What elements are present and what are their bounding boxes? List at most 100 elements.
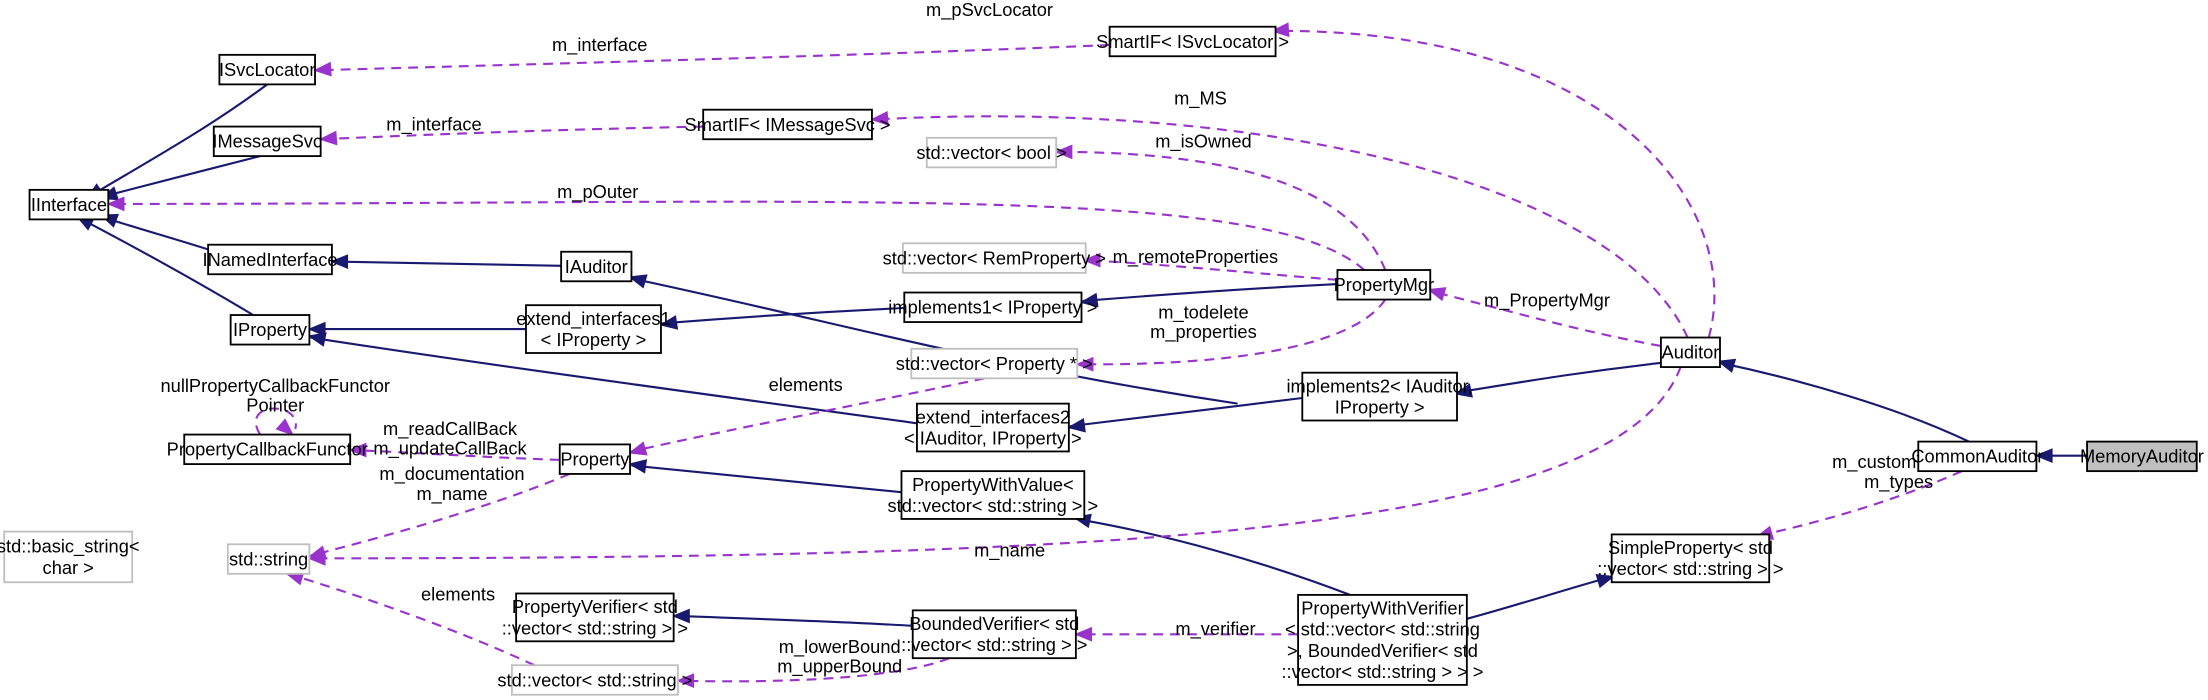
- class-node-auditor[interactable]: Auditor: [1660, 336, 1721, 368]
- class-node-propertywithverifier[interactable]: PropertyWithVerifier< std::vector< std::…: [1281, 593, 1483, 686]
- class-node-label: Property: [560, 449, 630, 470]
- class-node-iproperty[interactable]: IProperty: [229, 314, 311, 346]
- edge-label-m-verifier: m_verifier: [1175, 618, 1255, 640]
- class-node-memoryauditor[interactable]: MemoryAuditor: [2080, 440, 2204, 473]
- edge-propertymgr-to-vector-remproperty: [1085, 259, 1338, 281]
- class-node-label: PropertyCallbackFunctor: [167, 439, 368, 460]
- class-node-label: ISvcLocator: [219, 59, 315, 80]
- edge-label-bounds: m_lowerBound: [779, 636, 901, 658]
- edge-auditor-to-implements2: [1456, 361, 1662, 394]
- class-node-smartif-imessagesvc[interactable]: SmartIF< IMessageSvc >: [685, 108, 891, 141]
- edge-label-m-interface-svclocator: m_interface: [552, 34, 647, 56]
- arrowhead-boundedverifier-to-vector-string: [676, 673, 695, 689]
- class-node-std-string[interactable]: std::string: [226, 543, 311, 575]
- edge-label-doc-name: m_documentation: [379, 463, 524, 485]
- class-node-label: std::vector< Property * >: [896, 353, 1093, 374]
- class-node-label: PropertyWithValue<: [912, 474, 1074, 495]
- class-node-box: [525, 304, 662, 354]
- edge-property-to-std-string: [310, 472, 570, 557]
- class-node-vector-remproperty[interactable]: std::vector< RemProperty >: [883, 242, 1106, 274]
- arrowhead-auditor-to-smartif-imessagesvc: [870, 110, 889, 126]
- edge-label-m-isOwned: m_isOwned: [1155, 131, 1251, 153]
- edges-layer: [75, 22, 2088, 689]
- class-node-commonauditor[interactable]: CommonAuditor: [1911, 440, 2043, 473]
- class-node-label: < std::vector< std::string: [1285, 619, 1480, 640]
- class-node-propertycallbackfunctor[interactable]: PropertyCallbackFunctor: [167, 433, 368, 466]
- class-node-box: [702, 108, 873, 141]
- edge-auditor-to-propertymgr: [1430, 290, 1662, 348]
- class-node-iinterface[interactable]: IInterface: [28, 188, 110, 221]
- class-node-implements1[interactable]: implements1< IProperty >: [888, 291, 1097, 323]
- class-node-label: char >: [43, 557, 94, 578]
- class-node-property[interactable]: Property: [558, 443, 631, 475]
- class-node-label: extend_interfaces2: [916, 406, 1070, 428]
- class-node-boundedverifier[interactable]: BoundedVerifier< std::vector< std::strin…: [901, 609, 1087, 660]
- class-node-label: < IAuditor, IProperty >: [904, 427, 1082, 448]
- arrowhead-propertymgr-to-iinterface: [106, 196, 125, 212]
- arrowhead-propertywithverifier-to-boundedverifier: [1074, 626, 1093, 642]
- arrowhead-propertycallbackfunctor-self: [275, 418, 294, 436]
- class-node-propertymgr[interactable]: PropertyMgr: [1334, 269, 1435, 301]
- class-node-box: [28, 188, 110, 221]
- class-node-label: std::vector< RemProperty >: [883, 247, 1106, 268]
- class-node-box: [511, 664, 679, 696]
- edge-label-m-pOuter: m_pOuter: [557, 181, 638, 203]
- class-node-label: std::vector< bool >: [916, 142, 1066, 163]
- edge-label-m-interface-msgsvc: m_interface: [386, 114, 481, 136]
- edge-boundedverifier-to-vector-string: [679, 657, 950, 683]
- class-node-box: [3, 530, 134, 584]
- edge-label-m-MS: m_MS: [1174, 87, 1227, 109]
- class-node-imessagesvc[interactable]: IMessageSvc: [212, 125, 322, 158]
- class-node-box: [1917, 440, 2038, 473]
- edge-smartif-isvclocator-to-isvclocator: [316, 43, 1110, 72]
- class-node-box: [218, 53, 316, 86]
- class-node-basic-string[interactable]: std::basic_string<char >: [0, 530, 140, 584]
- edge-propertywithvalue-to-property: [631, 464, 902, 494]
- edge-label-m-name-auditor: m_name: [974, 540, 1045, 562]
- edge-label-m-todelete-properties: m_todelete: [1158, 301, 1248, 323]
- class-node-label: ::vector< std::string > >: [502, 617, 688, 638]
- class-node-propertywithvalue[interactable]: PropertyWithValue<std::vector< std::stri…: [888, 470, 1099, 520]
- edge-propertywithverifier-to-propertywithvalue: [1075, 517, 1351, 596]
- arrowhead-iauditor-to-inamedinterface: [330, 254, 349, 269]
- class-node-inamedinterface[interactable]: INamedInterface: [203, 243, 338, 276]
- class-node-box: [901, 242, 1087, 274]
- class-node-box: [911, 609, 1077, 660]
- class-node-smartif-isvclocator[interactable]: SmartIF< ISvcLocator >: [1096, 25, 1289, 58]
- arrowhead-extend-interfaces1-to-iproperty: [307, 321, 326, 337]
- class-node-isvclocator[interactable]: ISvcLocator: [218, 53, 316, 86]
- class-node-extend-interfaces1[interactable]: extend_interfaces1< IProperty >: [516, 304, 671, 354]
- class-node-simpleproperty[interactable]: SimpleProperty< std::vector< std::string…: [1597, 533, 1784, 584]
- edge-extend-interfaces2-to-iauditor-main: [631, 277, 1238, 405]
- class-node-label: ::vector< std::string > > >: [1281, 661, 1483, 682]
- class-node-box: [183, 433, 352, 466]
- arrowhead-smartif-imessagesvc-to-imessagesvc: [318, 130, 338, 146]
- class-node-label: MemoryAuditor: [2080, 446, 2204, 467]
- class-node-label: implements2< IAuditor,: [1286, 375, 1472, 396]
- edge-propertywithverifier-to-simpleproperty: [1466, 575, 1612, 620]
- edge-propertymgr-to-vector-bool: [1057, 150, 1387, 271]
- class-node-box: [560, 250, 633, 283]
- class-node-vector-bool[interactable]: std::vector< bool >: [916, 136, 1067, 169]
- class-node-box: [916, 402, 1070, 453]
- class-node-vector-property-ptr[interactable]: std::vector< Property * >: [896, 347, 1093, 380]
- class-node-iauditor[interactable]: IAuditor: [560, 250, 633, 283]
- class-node-label: implements1< IProperty >: [888, 297, 1097, 318]
- class-node-box: [1301, 371, 1458, 422]
- class-node-label: BoundedVerifier< std: [909, 613, 1079, 634]
- edge-auditor-to-smartif-imessagesvc: [873, 115, 1689, 338]
- class-node-box: [558, 443, 631, 475]
- class-node-label: IProperty: [233, 319, 308, 340]
- arrowhead-propertywithvalue-to-property: [628, 459, 648, 474]
- class-node-implements2[interactable]: implements2< IAuditor,IProperty >: [1286, 371, 1473, 422]
- class-node-box: [1297, 593, 1468, 686]
- edge-labels-layer: m_pSvcLocatorm_interfacem_interfacem_MSm…: [161, 0, 1966, 678]
- class-node-extend-interfaces2[interactable]: extend_interfaces2< IAuditor, IProperty …: [904, 402, 1082, 453]
- class-node-propertyverifier[interactable]: PropertyVerifier< std::vector< std::stri…: [502, 592, 688, 643]
- edge-propertycallbackfunctor-self: [254, 407, 297, 436]
- class-node-box: [226, 543, 311, 575]
- arrowhead-extend-interfaces2-to-iproperty: [307, 332, 327, 347]
- class-node-vector-string[interactable]: std::vector< std::string >: [497, 664, 692, 696]
- arrowhead-implements1-to-extend-interfaces1: [659, 315, 679, 330]
